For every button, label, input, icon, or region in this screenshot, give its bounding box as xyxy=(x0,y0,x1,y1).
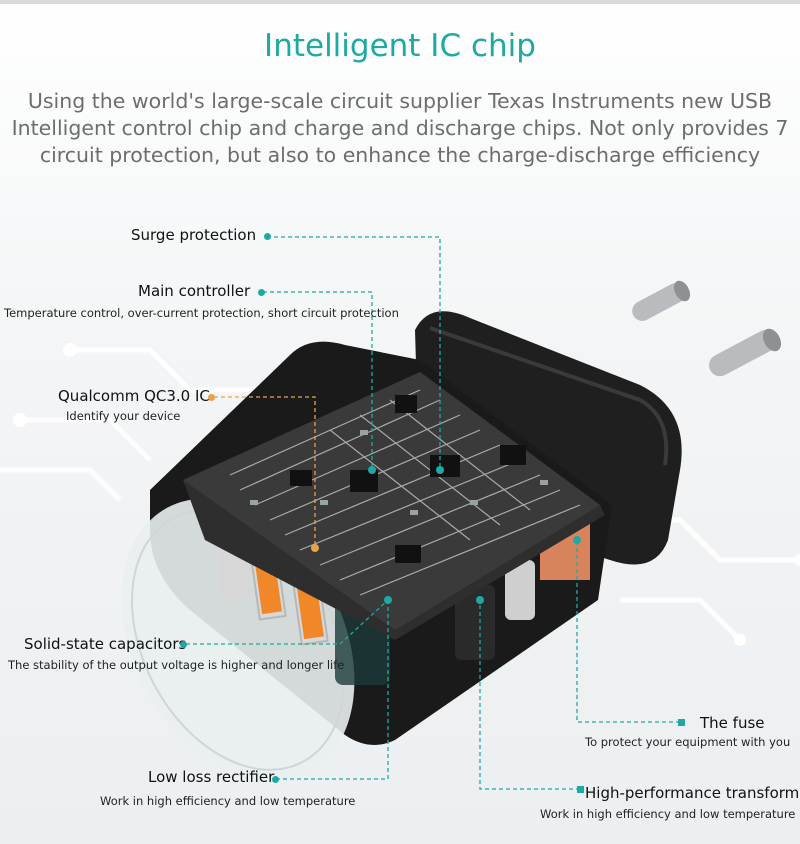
top-border xyxy=(0,0,800,4)
main-controller-marker xyxy=(258,289,265,296)
transformer-marker xyxy=(577,786,584,793)
callout-anchor-dots xyxy=(311,466,581,604)
transformer-label: High-performance transformer xyxy=(585,784,800,802)
fuse-description: To protect your equipment with you xyxy=(585,735,791,749)
plug-pins xyxy=(632,280,782,377)
surge-protection-label: Surge protection xyxy=(131,226,257,244)
rectifier-description: Work in high efficiency and low temperat… xyxy=(100,794,356,808)
qualcomm-ic-marker xyxy=(208,394,215,401)
fuse-label: The fuse xyxy=(700,714,765,732)
capacitors-marker xyxy=(180,641,187,648)
description-line: Intelligent control chip and charge and … xyxy=(11,116,789,140)
capacitors-description: The stability of the output voltage is h… xyxy=(8,658,345,672)
fuse-marker xyxy=(678,719,685,726)
qualcomm-ic-description: Identify your device xyxy=(66,409,181,423)
description-line: circuit protection, but also to enhance … xyxy=(39,143,761,167)
transformer-description: Work in high efficiency and low temperat… xyxy=(540,807,796,821)
circuit-board xyxy=(183,372,605,640)
description-line: Using the world's large-scale circuit su… xyxy=(27,89,773,113)
rectifier-marker xyxy=(272,776,279,783)
surge-protection-marker xyxy=(264,233,271,240)
qualcomm-ic-label: Qualcomm QC3.0 IC xyxy=(58,387,210,405)
callout-lines xyxy=(186,236,680,790)
page-title: Intelligent IC chip xyxy=(264,28,536,64)
intro-description: Using the world's large-scale circuit su… xyxy=(0,88,800,169)
main-controller-description: Temperature control, over-current protec… xyxy=(4,306,399,320)
main-controller-label: Main controller xyxy=(138,282,251,300)
rectifier-label: Low loss rectifier xyxy=(148,768,275,786)
capacitors-label: Solid-state capacitors xyxy=(24,635,187,653)
